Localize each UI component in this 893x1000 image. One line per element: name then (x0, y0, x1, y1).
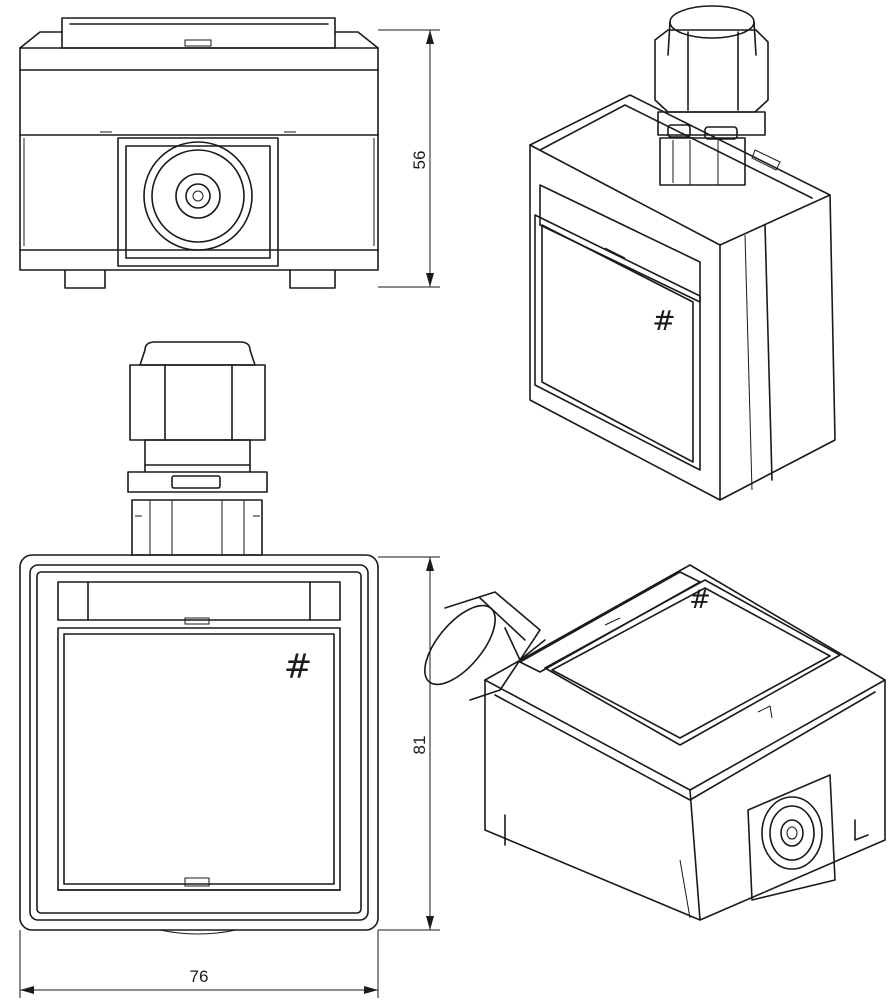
dimension-76: 76 (19, 930, 379, 998)
cable-gland-iso-top (654, 5, 769, 186)
hash-symbol-iso-top: # (652, 304, 675, 337)
iso-housing-top (529, 94, 836, 501)
dimension-56: 56 (378, 29, 440, 288)
cable-gland-front (127, 341, 268, 556)
cable-gland-iso-bottom (424, 591, 546, 701)
dimension-label-56: 56 (410, 151, 429, 170)
iso-rocker (534, 214, 701, 471)
iso-label-strip-bottom (519, 571, 701, 673)
socket-recess (117, 137, 279, 267)
iso-housing-bottom (484, 564, 886, 921)
top-view-body (19, 47, 379, 271)
top-view-rim (61, 17, 336, 49)
dimension-label-81: 81 (410, 736, 429, 755)
label-strip (57, 581, 341, 621)
iso-rocker-bottom (544, 579, 841, 746)
front-view: # (19, 341, 379, 935)
top-view (19, 17, 379, 289)
hash-symbol-front: # (284, 647, 313, 687)
iso-socket-recess (747, 774, 836, 901)
socket-outer-ring (143, 141, 253, 251)
iso-view-top-right: # (529, 5, 836, 501)
iso-view-bottom-right: # (424, 564, 886, 921)
dimension-81: 81 (378, 556, 440, 931)
hash-symbol-iso-bottom: # (689, 585, 711, 615)
housing-outline (19, 554, 379, 931)
gland-nut (129, 364, 266, 441)
dimension-label-76: 76 (190, 967, 209, 986)
